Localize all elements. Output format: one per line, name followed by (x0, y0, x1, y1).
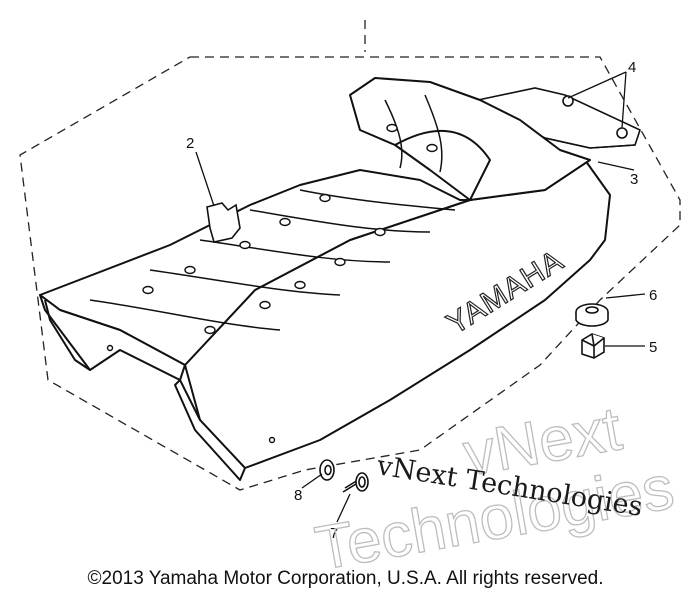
nut-part (581, 333, 605, 359)
assembly-boundary (19, 20, 681, 491)
bolt-part (342, 472, 369, 493)
seat-buttons (106, 123, 438, 444)
callouts: 2 4 3 6 5 8 7 (186, 59, 657, 542)
seat-seams (89, 94, 456, 331)
callout-4: 4 (628, 59, 636, 76)
callout-5: 5 (649, 339, 657, 356)
callout-2: 2 (186, 135, 194, 152)
copyright-notice: ©2013 Yamaha Motor Corporation, U.S.A. A… (87, 568, 604, 589)
leader-lines (195, 71, 646, 523)
collar-part (575, 303, 609, 327)
seat-body (39, 77, 611, 481)
callout-7: 7 (330, 525, 338, 542)
washer-part (319, 459, 335, 481)
callout-3: 3 (630, 171, 638, 188)
callout-8: 8 (294, 487, 302, 504)
callout-6: 6 (649, 287, 657, 304)
seat-strap (206, 202, 241, 243)
